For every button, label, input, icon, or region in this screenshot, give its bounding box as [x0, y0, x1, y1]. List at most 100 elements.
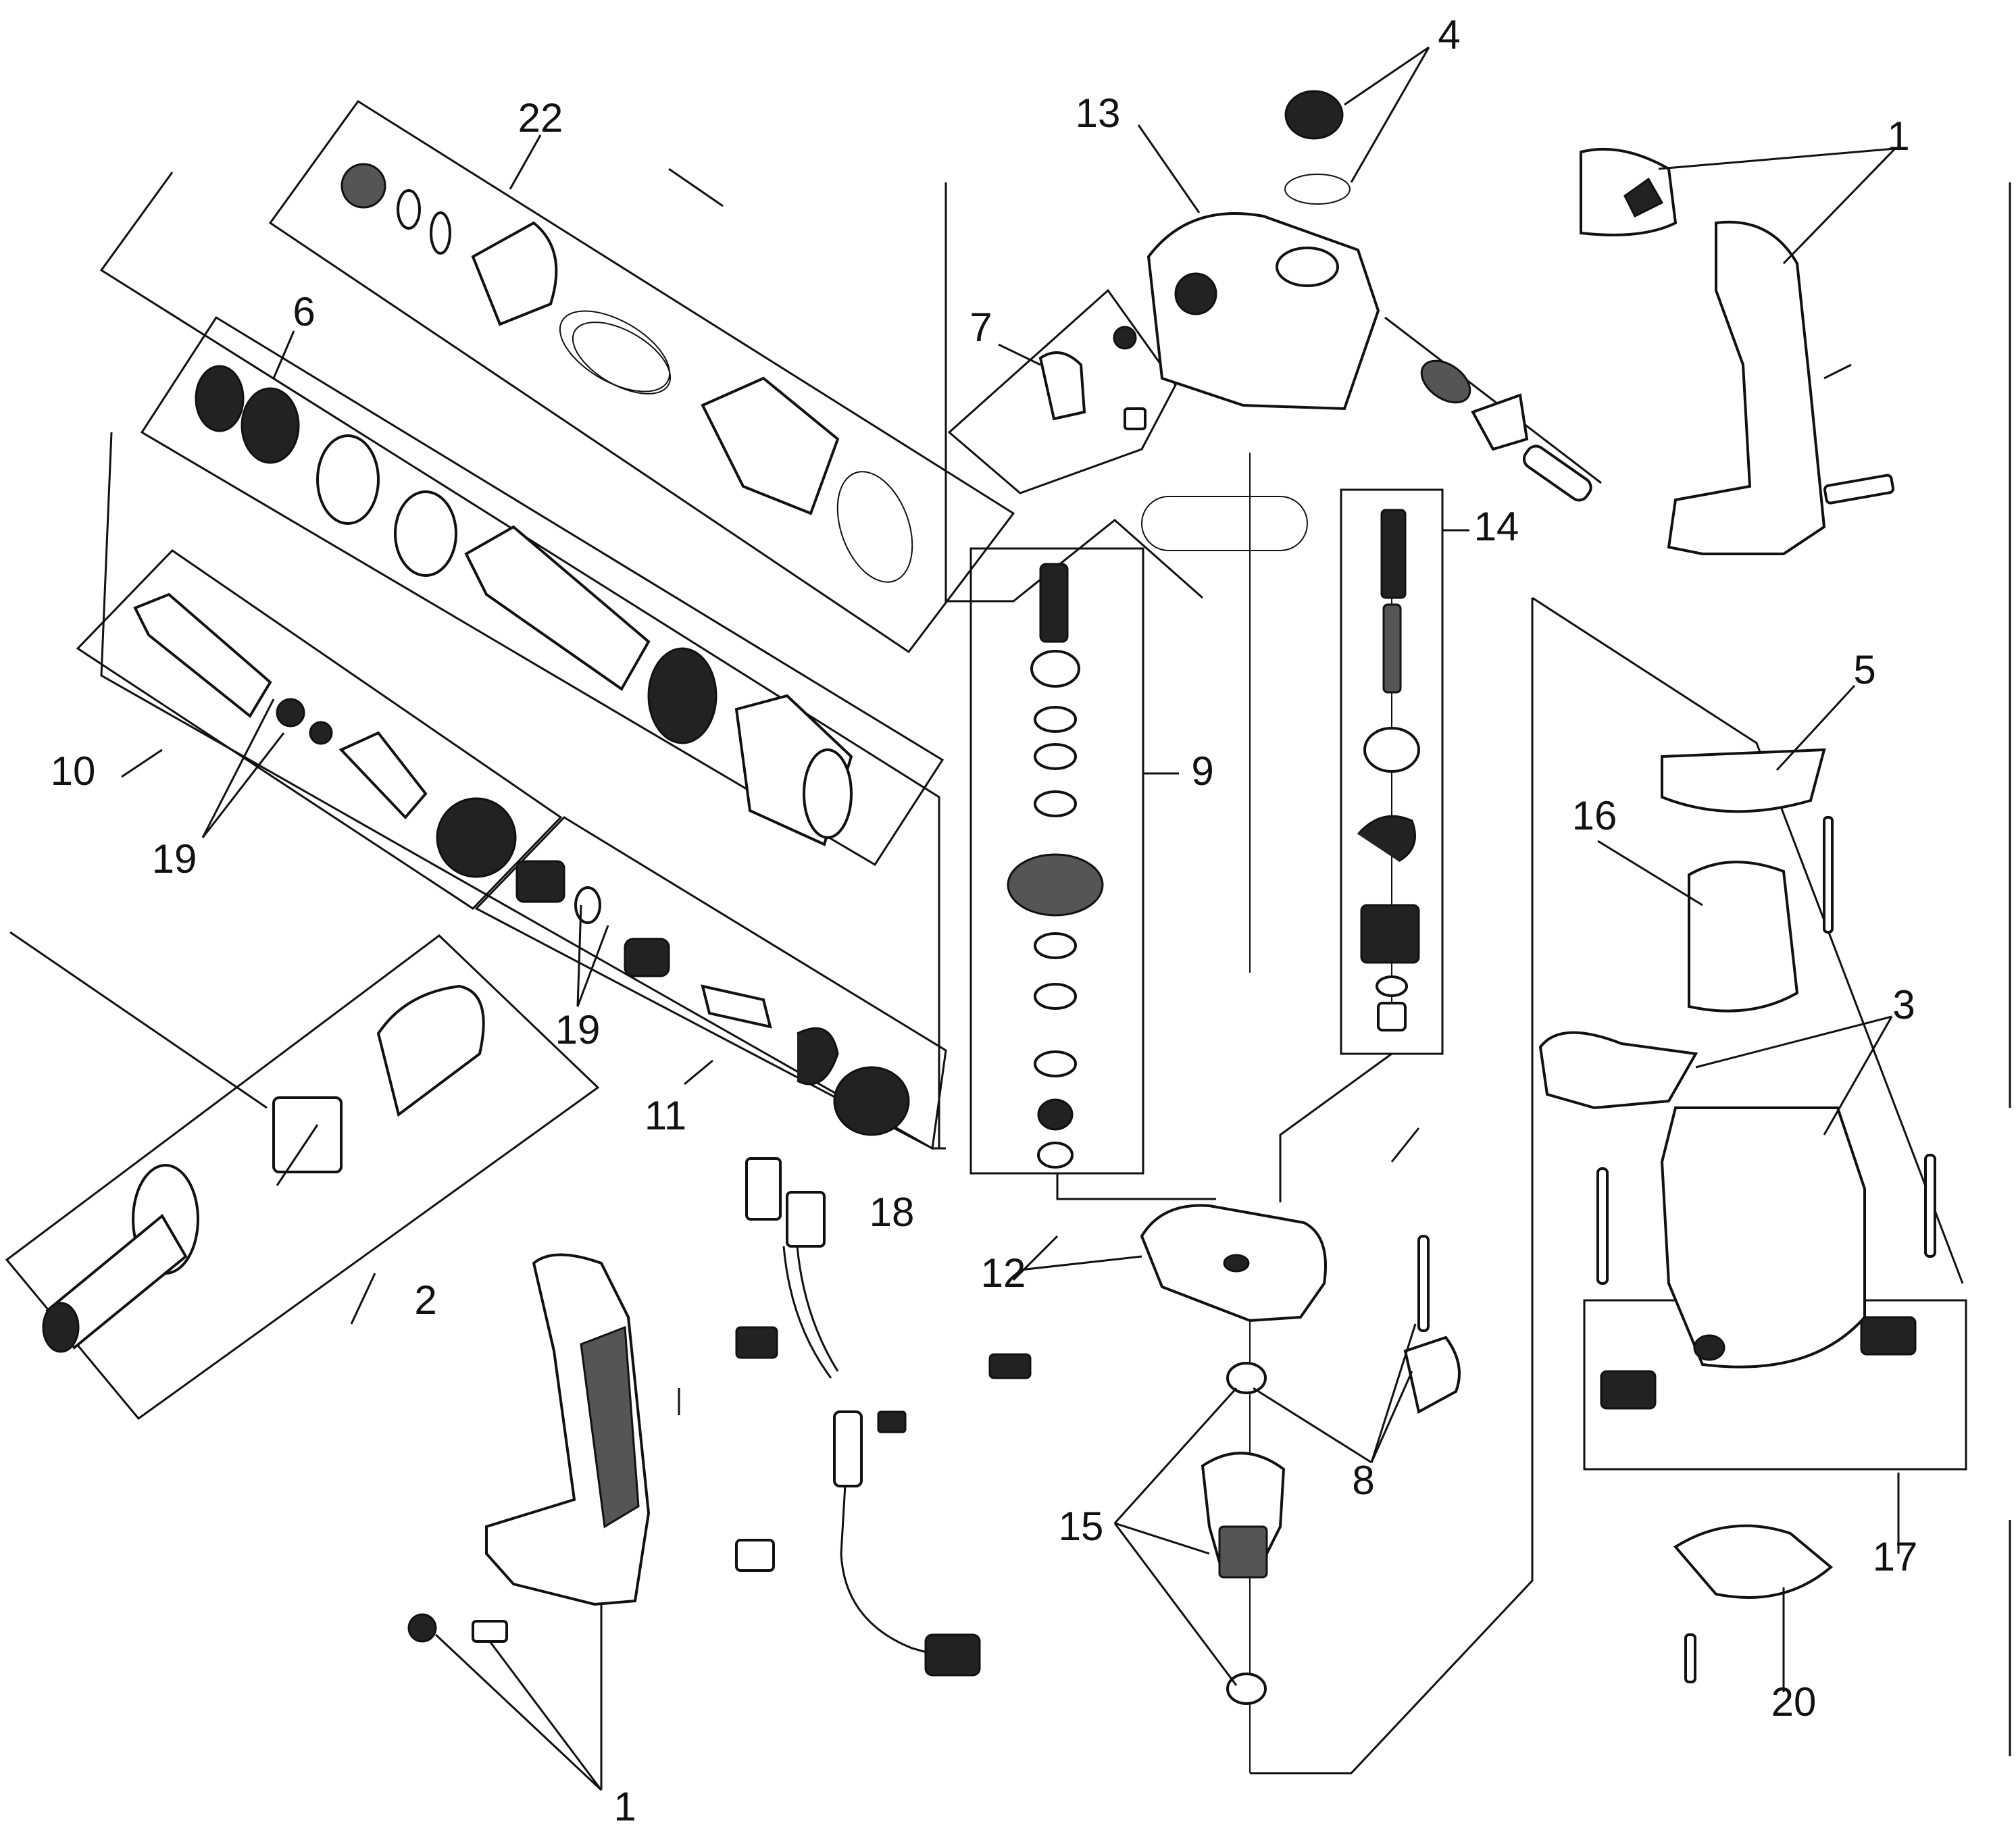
label-9: 9: [1191, 748, 1213, 794]
handle-screw-2: [1823, 474, 1895, 505]
part-3-housing: [1660, 1106, 1866, 1369]
frame-housing-link: [944, 182, 1203, 603]
handle-screw-1: [1823, 363, 1852, 380]
group-10-box: [76, 549, 563, 910]
part-6-tube-end: [803, 748, 853, 839]
part-9-washer-2: [1034, 706, 1077, 733]
part-11-rod: [701, 984, 772, 1029]
frame-14-link: [1279, 1052, 1392, 1202]
label-16: 16: [1572, 793, 1617, 838]
part-9-shaft: [1039, 563, 1069, 643]
part-9-washer-4: [1034, 790, 1077, 817]
label-1-top: 1: [1887, 113, 1909, 159]
part-13-top-port: [1276, 247, 1339, 287]
part-18-switch-a: [745, 1157, 782, 1221]
part-8-spring: [1390, 1127, 1420, 1163]
part-3-port: [1693, 1334, 1725, 1361]
label-20: 20: [1771, 1679, 1817, 1725]
label-6: 6: [293, 289, 315, 334]
part-16-screw: [1823, 816, 1834, 934]
part-14-washer: [1376, 975, 1408, 997]
part-22-spring-2: [572, 322, 672, 394]
label-8: 8: [1352, 1458, 1374, 1503]
part-22-spring: [559, 310, 671, 392]
part-12-hole: [1223, 1254, 1250, 1273]
part-22-cone: [471, 221, 558, 326]
part-18-switch-b: [786, 1191, 826, 1248]
part-9-bearing: [1037, 1098, 1074, 1131]
label-13: 13: [1076, 91, 1121, 136]
part-15-commutator: [1218, 1525, 1268, 1579]
part-9-washer-8: [1037, 1142, 1074, 1169]
group-7-box: [947, 288, 1177, 494]
part-18-plug: [924, 1633, 981, 1677]
part-2-clamp-body: [272, 1096, 343, 1173]
part-10-striker: [338, 731, 428, 819]
part-9-washer-7: [1034, 1050, 1077, 1077]
label-18: 18: [870, 1190, 915, 1235]
part-11-crank: [624, 938, 670, 977]
part-13-spring: [1420, 359, 1471, 404]
handle-boot-hole: [1623, 177, 1664, 218]
label-15: 15: [1059, 1504, 1104, 1549]
handle-boot-part: [1580, 147, 1678, 236]
label-14: 14: [1474, 504, 1519, 549]
label-17: 17: [1873, 1534, 1918, 1579]
part-20-screw: [1684, 1633, 1696, 1683]
part-14-shaft: [1380, 509, 1407, 599]
part-9-washer-5: [1034, 932, 1077, 959]
part-22-sleeve: [701, 376, 840, 515]
part-9-gear: [1007, 853, 1104, 917]
part-18-clip: [735, 1539, 775, 1572]
housing-seal-ring: [1141, 496, 1308, 551]
label-1-bottom: 1: [613, 1784, 636, 1829]
part-17-brush-right: [1860, 1316, 1917, 1356]
part-7-knob: [1038, 351, 1086, 421]
part-4-bearing: [1284, 90, 1344, 140]
part-8-cord-clamp: [1403, 1335, 1461, 1414]
part-6-cylinder: [464, 525, 651, 691]
handle-bottom-nut: [407, 1613, 437, 1643]
part-10-piston: [133, 592, 272, 718]
part-17-brush-left: [1600, 1370, 1657, 1410]
label-2: 2: [414, 1277, 436, 1323]
label-7: 7: [969, 305, 992, 350]
part-2-depth-rod: [9, 931, 268, 1109]
group-6-box: [140, 315, 944, 867]
group-11-box: [474, 816, 947, 1150]
part-10-ring-b: [309, 721, 333, 745]
part-8-screw-1: [1417, 1235, 1430, 1332]
part-18-connector: [735, 1326, 778, 1359]
part-11-bearing-2: [833, 1066, 910, 1136]
part-3-screw-right: [1924, 1154, 1936, 1258]
label-3: 3: [1892, 982, 1915, 1027]
handle-bottom-switch: [472, 1620, 508, 1643]
part-2-band: [376, 984, 485, 1117]
part-6-ring-2: [241, 387, 300, 464]
part-22-screw: [668, 168, 724, 207]
part-13-bore: [1174, 272, 1217, 315]
part-18-cord: [840, 1438, 960, 1663]
part-9-washer-3: [1034, 743, 1077, 770]
part-6-ring-1: [195, 365, 245, 432]
part-14-clip: [1357, 815, 1416, 863]
part-18-terminal: [988, 1353, 1032, 1379]
group-22-box: [268, 99, 1015, 654]
part-22-ring-1: [397, 189, 421, 230]
handle-bottom-dots: [580, 1325, 640, 1529]
part-14-spring: [1382, 603, 1402, 694]
part-4-oring: [1284, 174, 1351, 205]
part-10-gear: [436, 797, 517, 878]
part-9-washer-6: [1034, 983, 1077, 1010]
part-16-stator: [1688, 861, 1799, 1013]
label-22: 22: [518, 95, 563, 141]
part-18-wires: [782, 1246, 839, 1379]
part-9-washer-1: [1030, 650, 1080, 688]
part-22-oring: [836, 471, 913, 583]
part-14-bearing: [1363, 727, 1420, 773]
part-15-bearing-top: [1226, 1362, 1267, 1394]
frame-right-bracket: [1250, 598, 1534, 1775]
frame-17-bracket: [1532, 596, 1964, 1284]
label-19-right: 19: [555, 1007, 601, 1052]
part-2-grip-end: [42, 1302, 80, 1353]
